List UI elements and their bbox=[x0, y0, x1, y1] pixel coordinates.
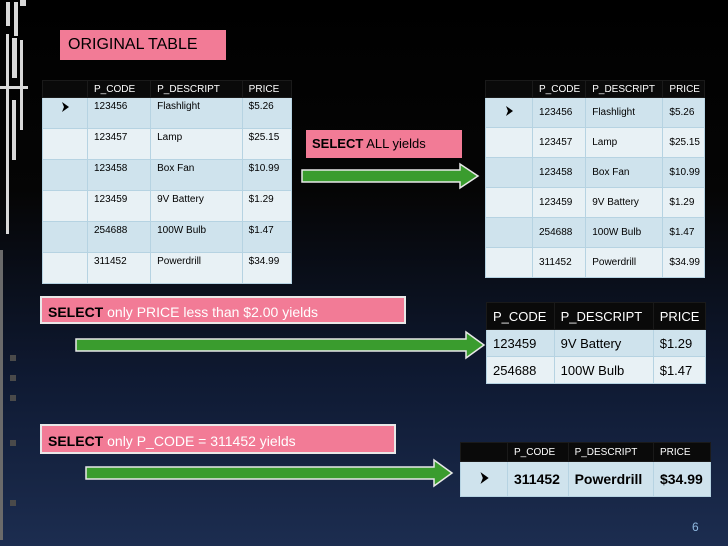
table-header-row: P_CODE P_DESCRIPT PRICE bbox=[42, 80, 293, 98]
original-table-title: ORIGINAL TABLE bbox=[60, 30, 226, 60]
yield-arrow-icon bbox=[301, 162, 480, 190]
select-all-label: SELECT ALL yields bbox=[306, 130, 462, 158]
decorative-left-stripe bbox=[0, 0, 30, 546]
col-p-descript: P_DESCRIPT bbox=[150, 80, 243, 98]
right-arrow-pointer-icon bbox=[506, 106, 513, 116]
right-arrow-pointer-icon bbox=[62, 102, 69, 112]
col-price: PRICE bbox=[241, 80, 293, 98]
yield-arrow-icon bbox=[85, 458, 454, 488]
table-header-row: P_CODE P_DESCRIPT PRICE bbox=[460, 442, 712, 462]
col-p-code: P_CODE bbox=[86, 80, 152, 98]
row-pointer-cell bbox=[42, 97, 88, 129]
right-arrow-pointer-icon bbox=[480, 471, 489, 484]
yield-arrow-icon bbox=[75, 330, 486, 360]
table-header-row: P_CODE P_DESCRIPT PRICE bbox=[486, 302, 707, 330]
select-code-label: SELECT only P_CODE = 311452 yields bbox=[40, 424, 396, 454]
select-code-result-table: P_CODE P_DESCRIPT PRICE 311452 Powerdril… bbox=[460, 442, 712, 497]
table-row: 311452 Powerdrill $34.99 bbox=[460, 461, 712, 497]
page-number: 6 bbox=[692, 520, 699, 534]
table-header-row: P_CODE P_DESCRIPT PRICE bbox=[485, 80, 705, 98]
select-price-label: SELECT only PRICE less than $2.00 yields bbox=[40, 296, 406, 324]
